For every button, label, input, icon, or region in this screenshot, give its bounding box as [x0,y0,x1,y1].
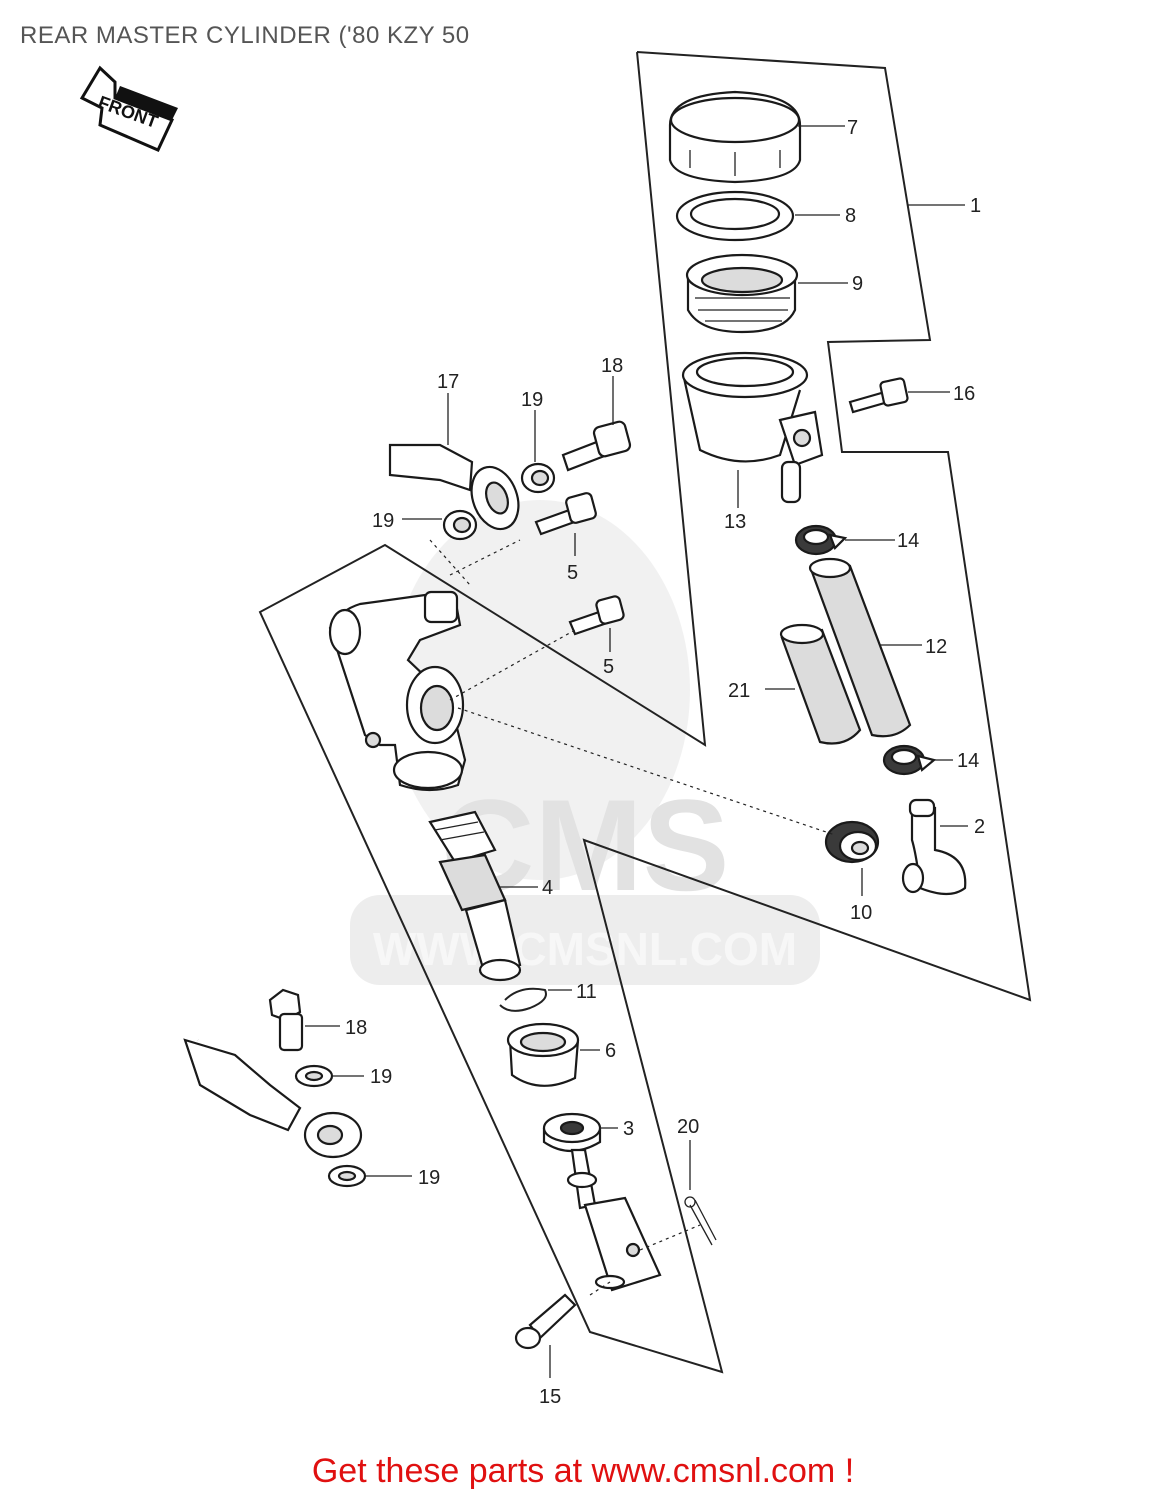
callout-3: 3 [623,1118,634,1140]
sealing-washer-d [327,1164,367,1188]
diaphragm [685,253,799,334]
footer-link-text[interactable]: Get these parts at www.cmsnl.com ! [311,1452,855,1490]
callout-18-lower: 18 [345,1017,367,1039]
callout-19-b: 19 [372,510,394,532]
callout-19-d: 19 [418,1167,440,1189]
diagram-title: REAR MASTER CYLINDER ('80 KZY 50 [20,22,470,49]
diaphragm-plate [675,190,795,242]
leader-lines [305,125,968,1378]
clevis-pin [514,1293,577,1350]
hose-clamp-upper [794,524,848,556]
sealing-washer-a [520,462,556,494]
callout-5-upper: 5 [567,562,578,584]
reservoir-bolt [848,377,909,414]
retainer [542,1112,602,1153]
banjo-bolt-lower [268,988,304,1052]
hose-clamp-lower [882,744,937,776]
dust-boot [506,1022,580,1087]
callout-1: 1 [970,195,981,217]
callout-14-upper: 14 [897,530,919,552]
assembly-outline [258,51,1032,1374]
callout-14-lower: 14 [957,750,979,772]
callout-2: 2 [974,816,985,838]
callout-18-upper: 18 [601,355,623,377]
piston-assembly [428,810,522,982]
callout-17: 17 [437,371,459,393]
callout-19-c: 19 [370,1066,392,1088]
callout-5-lower: 5 [603,656,614,678]
circlip [499,987,547,1012]
mounting-bolt-upper [534,492,597,536]
callout-16: 16 [953,383,975,405]
callout-19-a: 19 [521,389,543,411]
callout-7: 7 [847,117,858,139]
callout-20: 20 [677,1116,699,1138]
cotter-pin [684,1196,717,1246]
push-rod [566,1148,662,1292]
sealing-washer-b [442,509,478,541]
elbow-fitting [901,798,967,896]
callout-10: 10 [850,902,872,924]
reservoir-hose [808,557,912,738]
watermark-url: WWW.CMSNL.COM [373,923,797,975]
banjo-bolt-upper [561,420,632,472]
callout-9: 9 [852,273,863,295]
reservoir [681,351,824,504]
reservoir-cap [668,90,802,184]
master-cylinder-body [328,590,467,792]
callout-12: 12 [925,636,947,658]
grommet [824,820,880,864]
callout-15: 15 [539,1386,561,1408]
callout-labels: 1 2 3 4 5 5 6 7 8 9 10 11 12 13 14 14 15… [345,117,985,1408]
callout-4: 4 [542,877,553,899]
callout-21: 21 [728,680,750,702]
hose-sleeve [779,623,862,745]
assembly-lines [429,539,836,1296]
brake-hose [142,443,520,1159]
callout-8: 8 [845,205,856,227]
mounting-bolt-lower [568,595,625,636]
callout-13: 13 [724,511,746,533]
callout-6: 6 [605,1040,616,1062]
callout-11: 11 [576,981,597,1003]
front-arrow-icon: FRONT [79,65,178,152]
sealing-washer-c [294,1064,334,1088]
